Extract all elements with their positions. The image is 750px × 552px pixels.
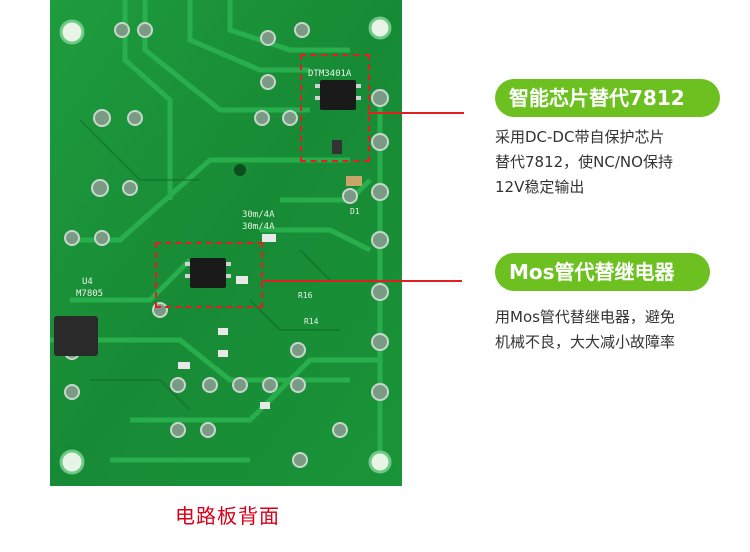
current-label-1: 30m/4A xyxy=(242,210,275,220)
callout-desc-line: 12V稳定输出 xyxy=(495,178,585,196)
smd-components xyxy=(54,80,362,409)
smd-resistor xyxy=(346,176,362,186)
callout-desc-line: 采用DC-DC带自保护芯片 xyxy=(495,128,665,146)
chip-label-top: DTM3401A xyxy=(308,69,352,79)
mos-chip xyxy=(190,258,226,288)
mos-pointer-line xyxy=(262,280,462,282)
dc-dc-chip xyxy=(320,80,356,110)
pcb-fine-traces xyxy=(79,119,340,411)
regulator-part-label: M7805 xyxy=(76,289,103,299)
d1-label: D1 xyxy=(350,207,360,216)
mount-hole-tr xyxy=(368,16,392,40)
center-hole xyxy=(234,164,246,176)
callout-title-chip: 智能芯片替代7812 xyxy=(495,79,720,117)
chip-pointer-line xyxy=(368,112,464,114)
pcb-board-graphic: DTM3401A U4 M7805 30m/4A 30m/4A R16 R14 … xyxy=(50,0,402,486)
mount-hole-bl xyxy=(59,449,85,475)
callout-desc-line: 用Mos管代替继电器，避免 xyxy=(495,308,675,326)
regulator-name-label: U4 xyxy=(82,277,93,287)
mounting-holes xyxy=(59,16,392,475)
board-caption: 电路板背面 xyxy=(175,504,280,528)
r16-label: R16 xyxy=(298,291,313,300)
silkscreen: DTM3401A U4 M7805 30m/4A 30m/4A R16 R14 … xyxy=(76,69,360,326)
callout-title-mos: Mos管代替继电器 xyxy=(495,253,710,291)
voltage-regulator xyxy=(54,316,98,356)
callout-desc-mos: 用Mos管代替继电器，避免 机械不良，大大减小故障率 xyxy=(495,305,735,355)
callout-desc-line: 替代7812，使NC/NO保持 xyxy=(495,153,673,171)
r14-label: R14 xyxy=(304,317,319,326)
mos-highlight-box xyxy=(155,242,263,308)
callout-desc-line: 机械不良，大大减小故障率 xyxy=(495,333,676,351)
mount-hole-tl xyxy=(59,19,85,45)
callout-desc-chip: 采用DC-DC带自保护芯片 替代7812，使NC/NO保持 12V稳定输出 xyxy=(495,125,735,200)
pcb-board-photo: DTM3401A U4 M7805 30m/4A 30m/4A R16 R14 … xyxy=(50,0,402,486)
current-label-2: 30m/4A xyxy=(242,222,275,232)
chip-highlight-box xyxy=(300,54,370,162)
mount-hole-br xyxy=(368,450,392,474)
